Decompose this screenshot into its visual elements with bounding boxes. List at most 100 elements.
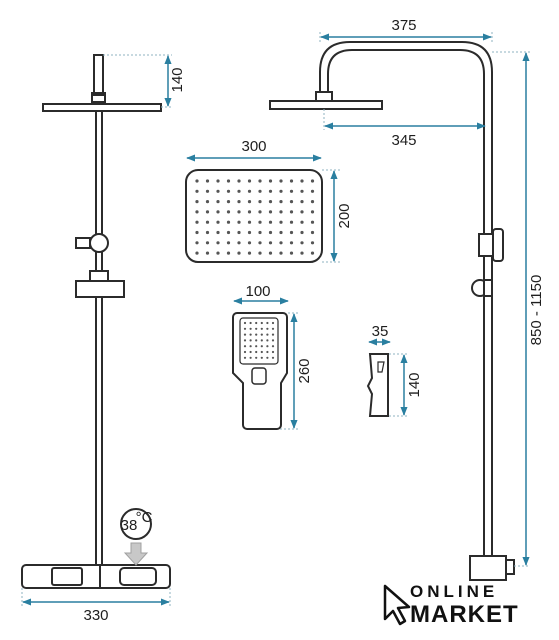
nozzle-dot [195, 230, 199, 235]
nozzle-dot [300, 210, 304, 214]
dim-arm-reach: 375 [319, 17, 493, 42]
hand-nozzle-dot [255, 345, 258, 348]
nozzle-dot [205, 241, 210, 245]
nozzle-dot [279, 210, 283, 214]
hand-nozzle-dot [255, 327, 258, 330]
nozzle-dot [237, 210, 241, 214]
display-dial [120, 508, 152, 540]
hand-nozzle-dot [260, 333, 263, 336]
nozzle-dot [289, 220, 294, 224]
nozzle-dot [247, 200, 252, 204]
nozzle-dot [216, 230, 220, 235]
nozzle-dot [310, 220, 315, 224]
nozzle-dot [247, 241, 252, 245]
thermostat-body [21, 564, 171, 589]
nozzle-dot [226, 251, 231, 255]
hand-nozzle-dot [249, 333, 252, 336]
nozzle-dot [310, 200, 315, 204]
hand-nozzle-dot [243, 345, 247, 348]
nozzle-dot [247, 220, 252, 224]
dim-holder-width: 35 [368, 323, 391, 346]
nozzle-dot [195, 189, 199, 193]
nozzle-dot [226, 220, 231, 224]
hand-nozzle-dot [271, 321, 275, 325]
thermostat-right-knob [119, 567, 157, 586]
nozzle-dot [279, 251, 283, 255]
hand-nozzle-dot [271, 345, 275, 348]
hand-shower-face [239, 317, 279, 365]
online-market-logo: ONLINE MARKET [383, 582, 518, 628]
hand-nozzle-dot [271, 350, 275, 354]
hand-nozzle-dot [255, 333, 258, 336]
hand-nozzle-dot [249, 356, 252, 359]
nozzle-dot [289, 230, 294, 235]
head-plate-outline [185, 169, 323, 263]
nozzle-dot [300, 251, 304, 255]
temperature-display: 38 °C [120, 508, 153, 566]
nozzle-dot [226, 241, 231, 245]
nozzle-dot [216, 220, 220, 224]
hand-nozzle-dot [249, 339, 252, 342]
nozzle-dot [310, 230, 315, 235]
nozzle-dot [258, 230, 262, 235]
diverter-lever [75, 237, 91, 249]
temperature-unit: °C [136, 509, 153, 526]
nozzle-dot [300, 200, 304, 204]
nozzle-dot [279, 179, 283, 183]
nozzle-dot [205, 230, 210, 235]
hand-shower-width-label: 100 [245, 283, 270, 300]
hand-shower-nozzles [243, 321, 275, 359]
hand-shower-button [251, 367, 267, 385]
side-diverter-knob [492, 228, 504, 262]
hand-nozzle-dot [271, 333, 275, 336]
hand-nozzle-dot [271, 327, 275, 330]
nozzle-dot [289, 251, 294, 255]
nozzle-dot [247, 210, 252, 214]
hand-nozzle-dot [260, 356, 263, 359]
front-head-plate [42, 103, 162, 112]
hand-nozzle-dot [243, 339, 247, 342]
nozzle-dot [258, 200, 262, 204]
hand-nozzle-dot [255, 339, 258, 342]
top-pipe [93, 54, 104, 96]
head-plate-top-view [185, 169, 323, 263]
hand-nozzle-dot [271, 356, 275, 359]
nozzle-dot [195, 220, 199, 224]
hand-nozzle-dot [243, 356, 247, 359]
hand-nozzle-dot [271, 339, 275, 342]
nozzle-dot [195, 251, 199, 255]
nozzle-dot [279, 241, 283, 245]
nozzle-dot [205, 200, 210, 204]
nozzle-dot [237, 251, 241, 255]
head-plate-depth-label: 200 [336, 203, 353, 228]
nozzle-dot [205, 220, 210, 224]
nozzle-dot [268, 189, 273, 193]
hand-nozzle-dot [255, 350, 258, 354]
arm-inner-label: 345 [391, 132, 416, 149]
down-arrow-icon [123, 542, 149, 566]
nozzle-dot [205, 251, 210, 255]
hand-shower [232, 312, 288, 430]
nozzle-dot [216, 189, 220, 193]
hand-nozzle-dot [243, 350, 247, 354]
curved-arm-inner [327, 49, 485, 556]
holder-cradle [377, 361, 385, 373]
nozzle-dot [258, 179, 262, 183]
nozzle-dot [300, 189, 304, 193]
nozzle-dot [247, 251, 252, 255]
nozzle-dot [289, 200, 294, 204]
nozzle-dot [237, 189, 241, 193]
hand-nozzle-dot [260, 339, 263, 342]
nozzle-dot [216, 210, 220, 214]
nozzle-dot [310, 179, 315, 183]
head-plate-nozzles [195, 179, 315, 255]
nozzle-dot [247, 230, 252, 235]
dim-total-height: 850 - 1150 [492, 51, 545, 567]
nozzle-dot [279, 189, 283, 193]
nozzle-dot [205, 210, 210, 214]
nozzle-dot [258, 210, 262, 214]
side-thermostat [469, 555, 507, 581]
nozzle-dot [237, 220, 241, 224]
nozzle-dot [268, 220, 273, 224]
